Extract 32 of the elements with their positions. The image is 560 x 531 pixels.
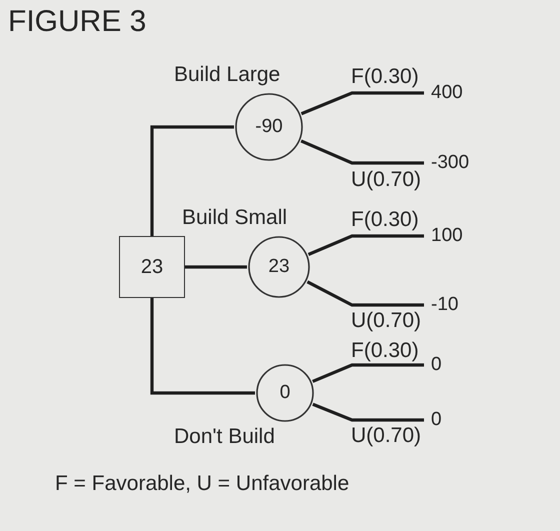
payoff-value: 400 — [431, 82, 463, 104]
edge-label: U(0.70) — [350, 424, 422, 448]
payoff-value: -10 — [431, 294, 458, 316]
branch-line — [300, 139, 424, 165]
edge-label: Build Large — [173, 63, 282, 87]
chance-node — [248, 236, 310, 298]
branch-line — [312, 402, 424, 422]
caption: F = Favorable, U = Unfavorable — [55, 472, 350, 496]
edge-label: U(0.70) — [350, 168, 422, 192]
branch-line — [150, 298, 255, 395]
chance-node — [235, 93, 303, 161]
branch-line — [150, 125, 234, 236]
payoff-value: -300 — [431, 152, 470, 174]
expected-value: 23 — [268, 256, 290, 278]
edge-label: F(0.30) — [350, 208, 420, 232]
branch-line — [308, 234, 424, 256]
branch-line — [185, 265, 247, 269]
expected-value: -90 — [255, 116, 283, 138]
edge-label: F(0.30) — [350, 65, 420, 89]
branch-line — [306, 280, 424, 307]
chance-node — [256, 364, 314, 422]
decision-box — [119, 236, 185, 298]
branch-line — [300, 91, 424, 116]
edge-label: F(0.30) — [350, 339, 420, 363]
payoff-value: 100 — [431, 225, 463, 247]
expected-value: 0 — [280, 382, 290, 404]
edge-label: U(0.70) — [350, 309, 422, 333]
payoff-value: 0 — [431, 409, 442, 431]
branch-line — [312, 363, 424, 383]
expected-value: 23 — [140, 256, 164, 278]
payoff-value: 0 — [431, 354, 442, 376]
figure-title: FIGURE 3 — [8, 5, 146, 39]
